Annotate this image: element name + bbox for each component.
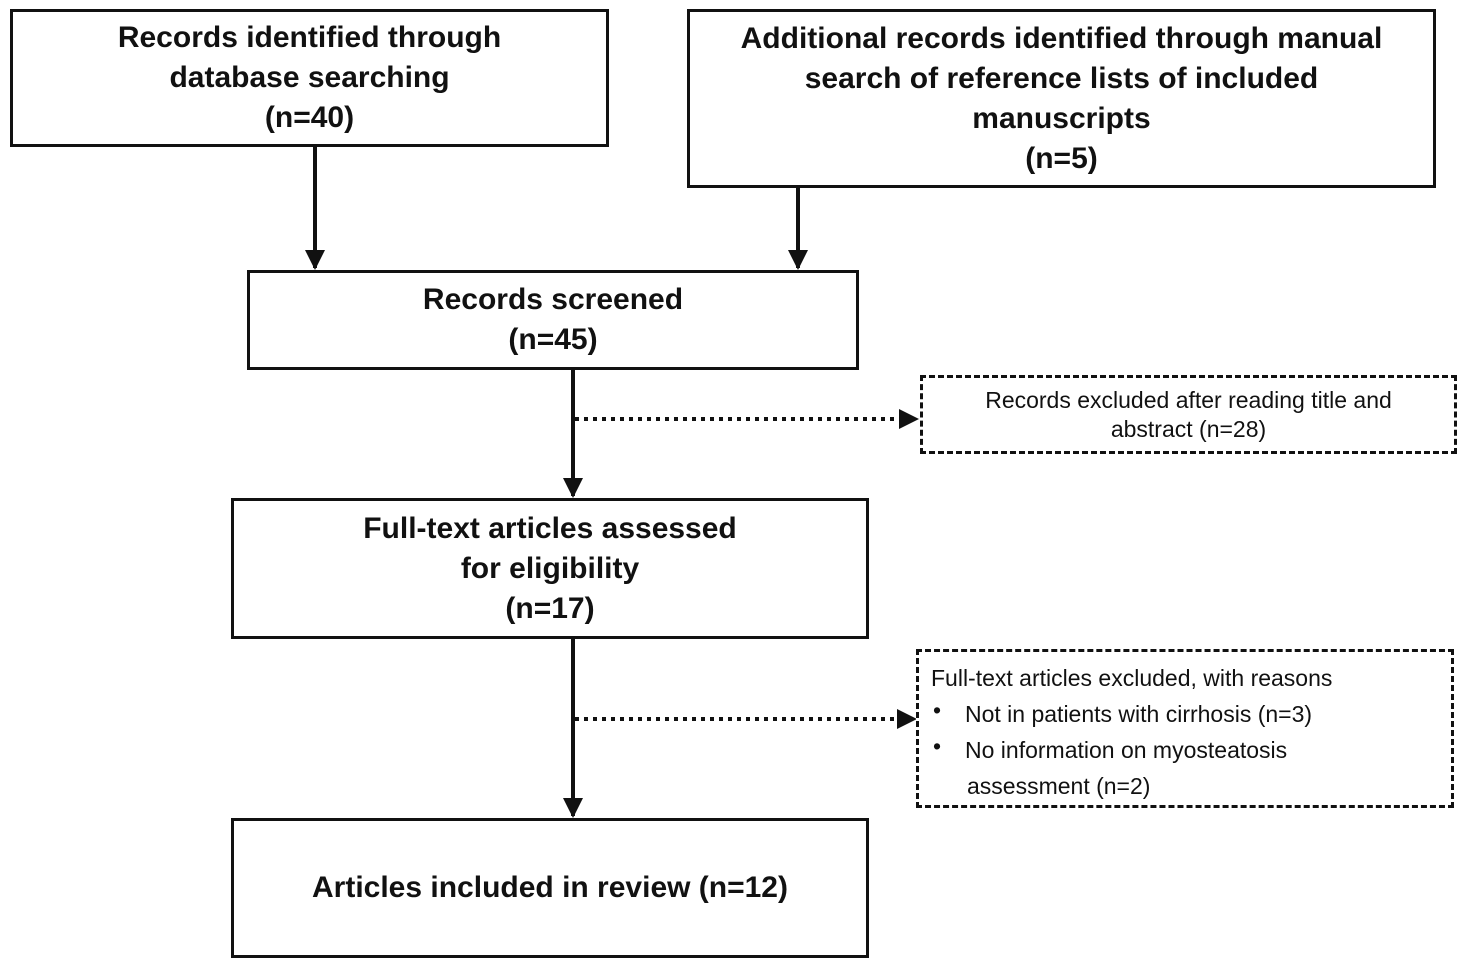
screened-count: (n=45)	[508, 323, 598, 356]
excluded-reasons-heading: Full-text articles excluded, with reason…	[931, 665, 1333, 691]
manual-line-3: manuscripts	[972, 101, 1151, 135]
database-count: (n=40)	[264, 101, 355, 134]
box-fulltext-assessed: Full-text articles assessed for eligibil…	[231, 498, 869, 639]
box-records-excluded: Records excluded after reading title and…	[920, 375, 1457, 454]
box-database-records: Records identified through database sear…	[10, 9, 609, 147]
reason-cirrhosis-text: Not in patients with cirrhosis (n=3)	[965, 701, 1313, 727]
manual-count: (n=5)	[1025, 141, 1098, 175]
box-fulltext-excluded: Full-text articles excluded, with reason…	[916, 649, 1454, 808]
fulltext-line-2: for eligibility	[460, 551, 640, 585]
database-line-1: Records identified through	[117, 21, 502, 54]
fulltext-count: (n=17)	[505, 591, 595, 625]
box-articles-included: Articles included in review (n=12)	[231, 818, 869, 958]
reason-item-cirrhosis: • Not in patients with cirrhosis (n=3)	[931, 696, 1312, 732]
excluded-title-line-1: Records excluded after reading title and	[985, 386, 1392, 413]
database-line-2: database searching	[169, 61, 450, 94]
screened-label: Records screened	[422, 283, 684, 316]
reason-myosteatosis-text-1: No information on myosteatosis	[965, 737, 1288, 763]
included-label: Articles included in review (n=12)	[312, 871, 788, 904]
manual-line-2: search of reference lists of included	[804, 61, 1319, 95]
bullet-icon: •	[933, 733, 942, 759]
fulltext-line-1: Full-text articles assessed	[363, 511, 737, 545]
reason-item-myosteatosis: • No information on myosteatosis	[931, 732, 1287, 768]
manual-line-1: Additional records identified through ma…	[740, 21, 1383, 55]
bullet-icon: •	[933, 697, 942, 723]
reason-myosteatosis-text-2: assessment (n=2)	[967, 773, 1151, 799]
excluded-title-line-2: abstract (n=28)	[1110, 415, 1267, 442]
box-manual-records: Additional records identified through ma…	[687, 9, 1436, 188]
box-records-screened: Records screened (n=45)	[247, 270, 859, 370]
